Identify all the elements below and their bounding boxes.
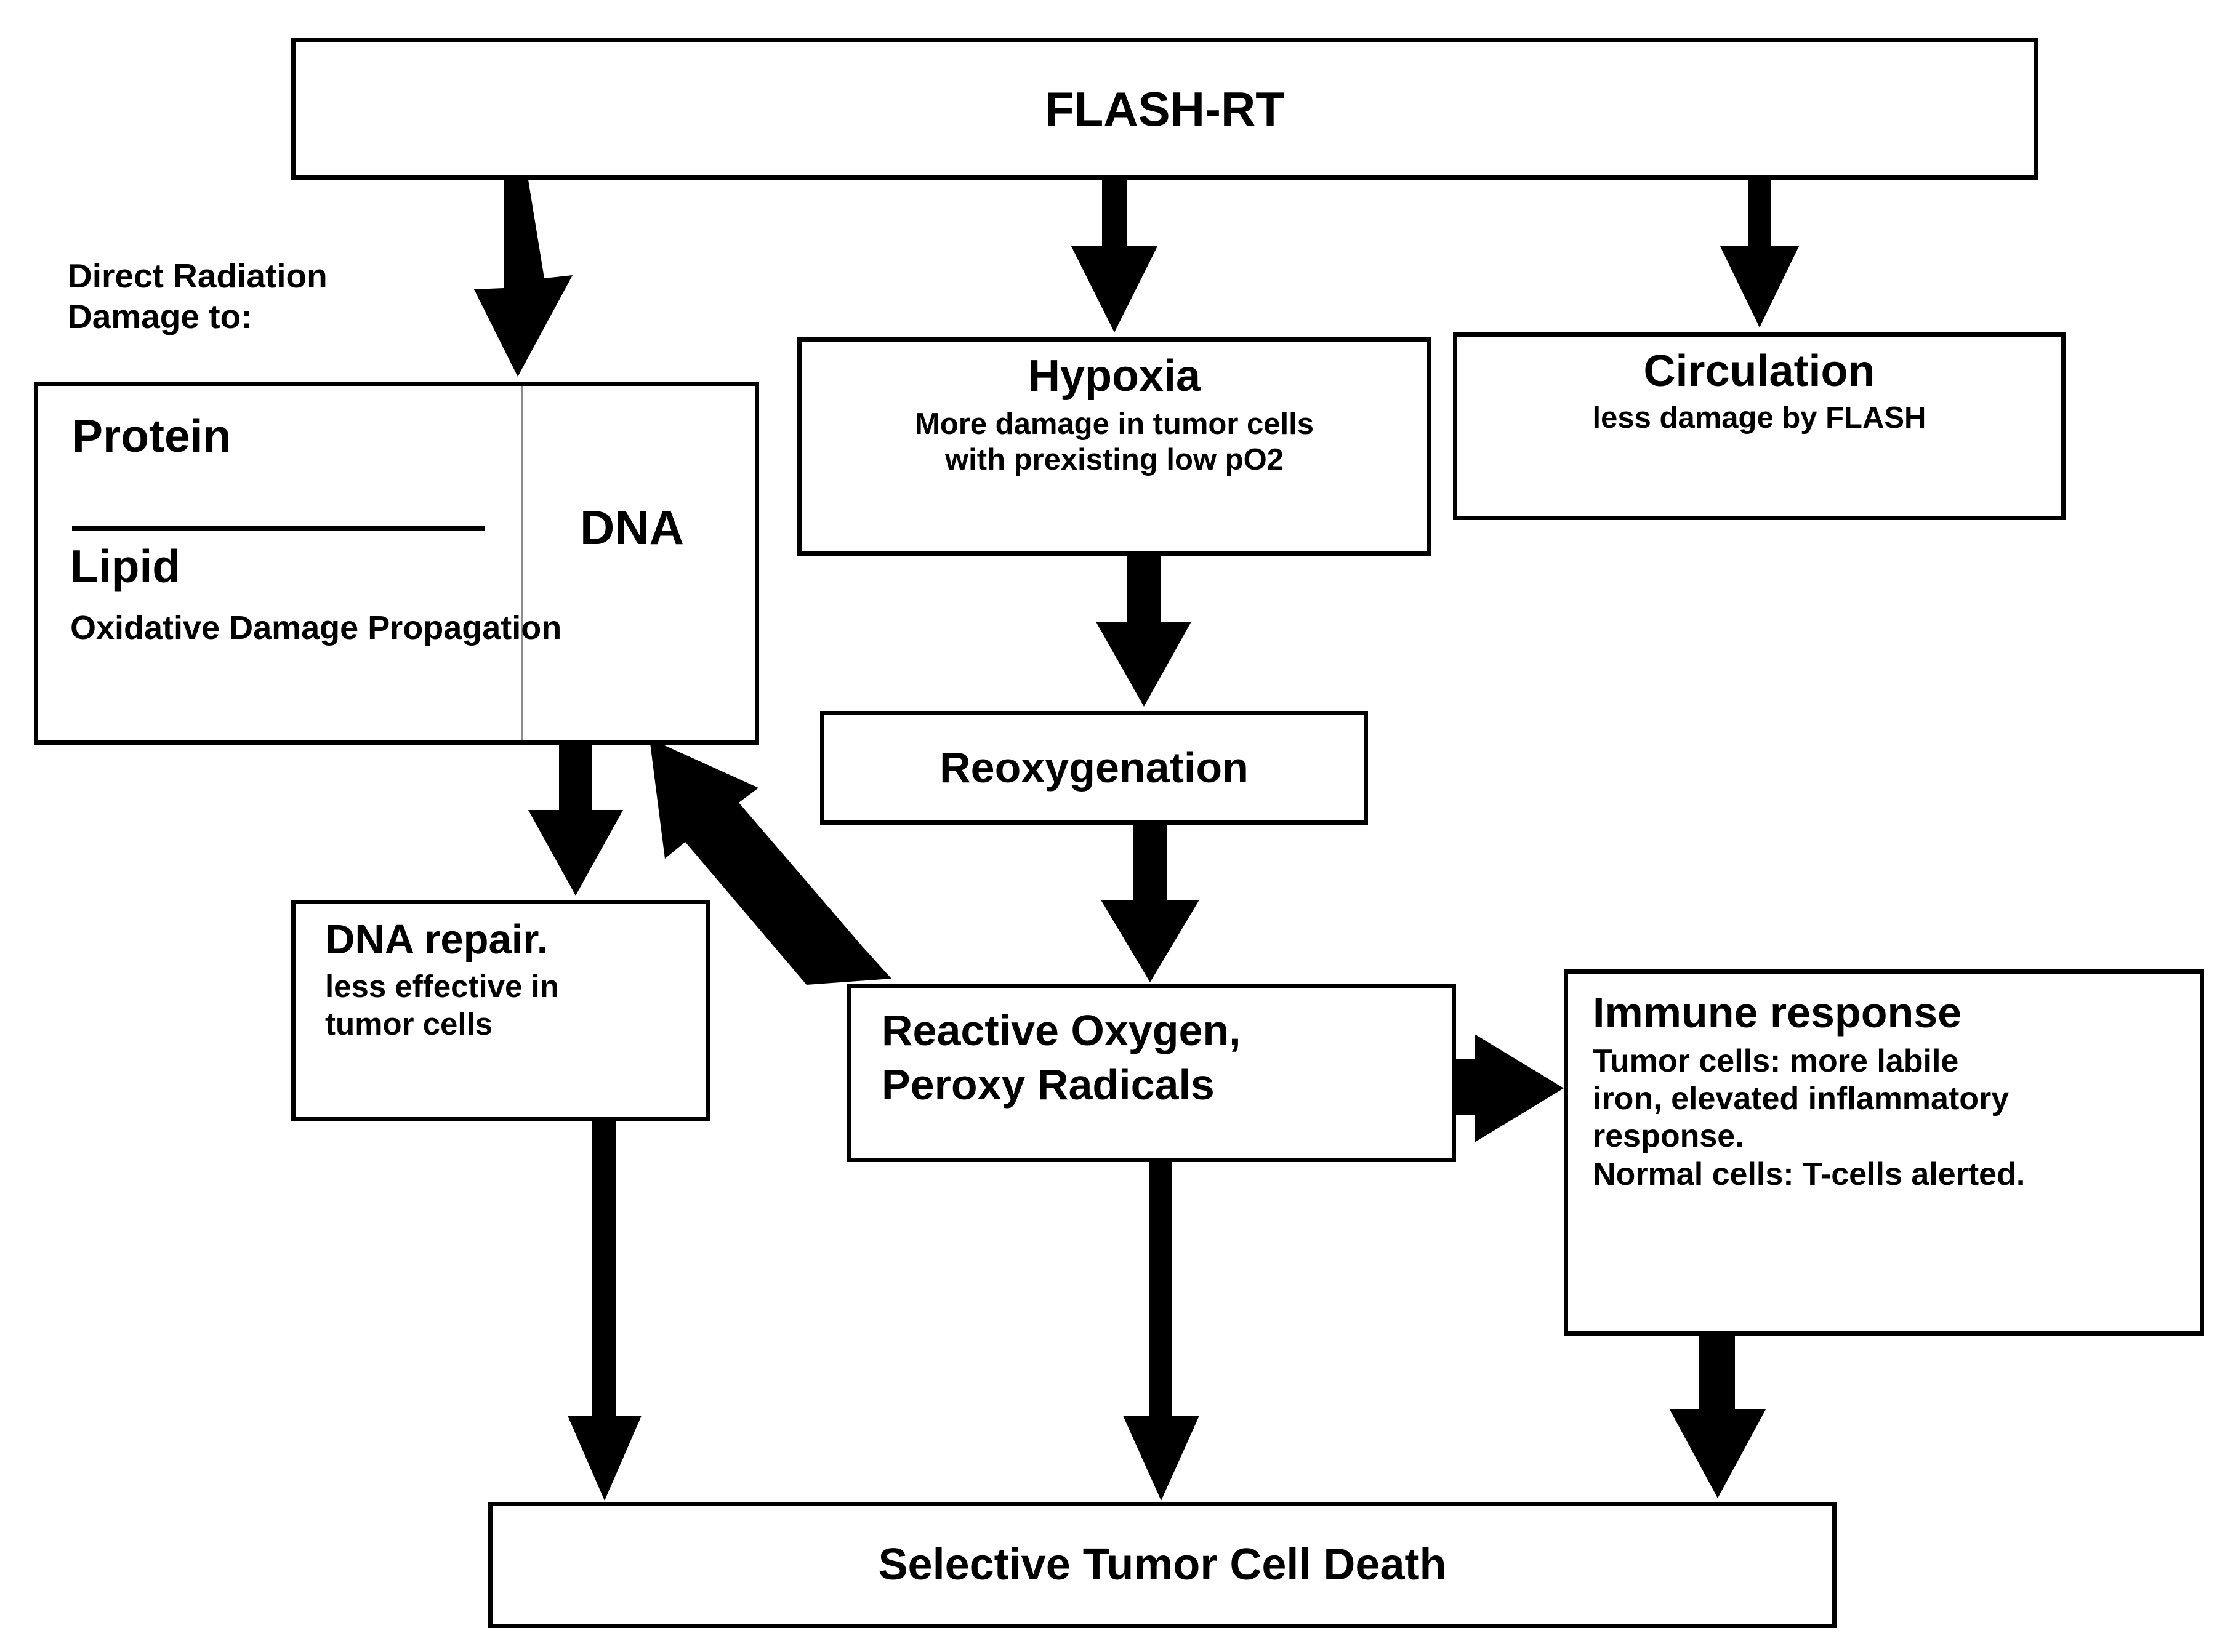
edge-immune-to-death [1670,1336,1766,1498]
node-dna-repair[interactable]: DNA repair. less effective in tumor cell… [291,900,710,1121]
node-reoxygenation[interactable]: Reoxygenation [820,711,1368,825]
node-flash-rt[interactable]: FLASH-RT [291,38,2038,180]
node-hypoxia[interactable]: Hypoxia More damage in tumor cells with … [797,337,1431,556]
damage-protein-label: Protein [72,410,231,462]
edge-flash-to-hypoxia [1071,180,1157,332]
dna-repair-title: DNA repair. [325,916,549,963]
node-circulation[interactable]: Circulation less damage by FLASH [1453,332,2066,520]
edge-ros-to-immune [1448,1034,1564,1142]
edge-flash-to-circulation [1720,180,1799,327]
immune-response-subtitle: Tumor cells: more labile iron, elevated … [1593,1043,2026,1192]
edge-reoxygenation-to-ros [1101,825,1199,982]
dna-repair-subtitle: less effective in tumor cells [325,969,559,1041]
flash-rt-label: FLASH-RT [1045,81,1285,136]
circulation-subtitle: less damage by FLASH [1592,401,1926,435]
edge-ros-to-death [1123,1162,1199,1501]
direct-radiation-damage-caption: Direct Radiation Damage to: [68,257,328,335]
immune-response-title: Immune response [1593,988,1962,1037]
damage-oxidative-propagation-label: Oxidative Damage Propagation [70,609,562,646]
edge-dna-repair-to-death [568,1121,642,1501]
node-damage-box[interactable]: Protein Lipid Oxidative Damage Propagati… [34,382,759,745]
hypoxia-title: Hypoxia [1028,351,1201,401]
selective-tumor-cell-death-label: Selective Tumor Cell Death [878,1539,1447,1589]
reactive-oxygen-label: Reactive Oxygen, Peroxy Radicals [882,1006,1241,1109]
hypoxia-subtitle: More damage in tumor cells with prexisti… [914,407,1314,476]
edge-hypoxia-to-reoxygenation [1096,556,1191,707]
edge-damage-to-dna-repair [528,745,623,896]
edge-flash-to-damage [474,180,573,377]
node-reactive-oxygen[interactable]: Reactive Oxygen, Peroxy Radicals [847,984,1456,1162]
node-immune-response[interactable]: Immune response Tumor cells: more labile… [1564,969,2204,1336]
damage-lipid-label: Lipid [70,540,181,592]
damage-box-horizontal-rule [72,526,485,531]
circulation-title: Circulation [1643,347,1875,396]
node-selective-tumor-cell-death[interactable]: Selective Tumor Cell Death [488,1502,1837,1628]
damage-dna-label: DNA [580,500,684,555]
damage-box-column-divider [521,386,523,740]
reoxygenation-label: Reoxygenation [939,743,1249,792]
edge-ros-to-dna [650,739,891,985]
